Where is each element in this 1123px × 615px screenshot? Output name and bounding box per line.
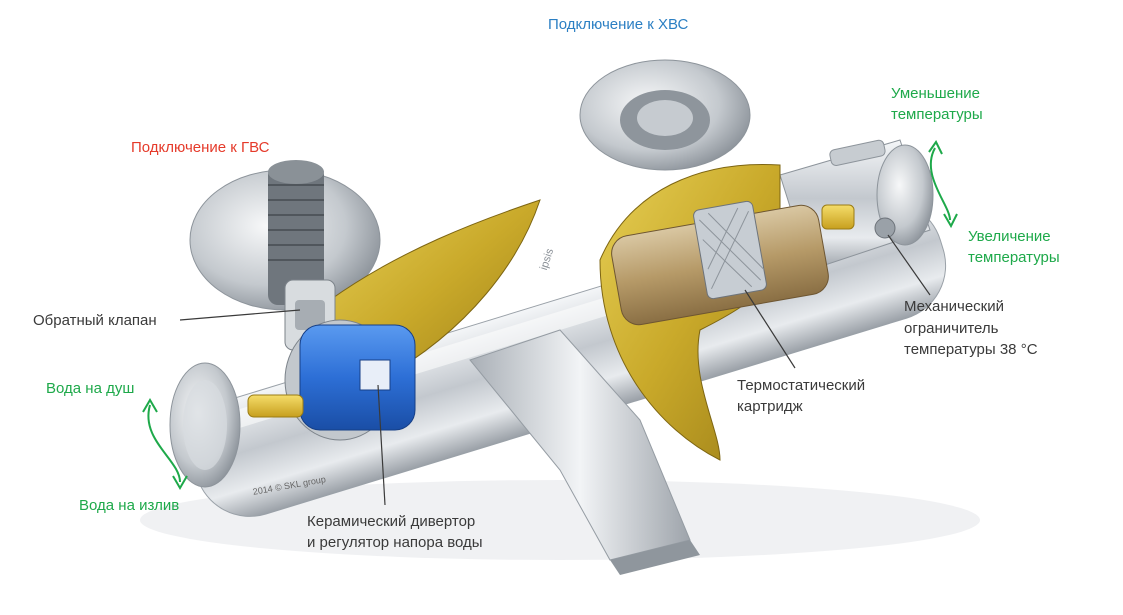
temp-arrow-icon [929, 147, 951, 221]
leader-check-valve [179, 309, 301, 321]
diverter-label-1: Керамический дивертор [307, 513, 476, 530]
leader-cartridge [744, 289, 796, 369]
limiter-label-2: ограничитель [904, 320, 999, 337]
leader-limiter [887, 234, 931, 296]
diverter-arrow-icon [147, 404, 181, 483]
flow-arrows [142, 140, 958, 490]
water-spout-label: Вода на излив [79, 497, 180, 514]
thermo-cartridge-label-2: картридж [737, 398, 803, 415]
cold-connection-label: Подключение к ХВС [548, 16, 689, 33]
hot-connection-disc [189, 160, 381, 311]
water-shower-label: Вода на душ [46, 380, 135, 397]
temp-increase-label-2: температуры [968, 249, 1060, 266]
floor-shadow [140, 480, 980, 560]
leader-diverter [377, 384, 386, 506]
limiter-label-3: температуры 38 °С [904, 341, 1038, 358]
hot-connection-label: Подключение к ГВС [131, 139, 270, 156]
spout-tip [610, 540, 700, 575]
leader-lines [179, 234, 931, 506]
temp-decrease-label-1: Уменьшение [891, 85, 980, 102]
thermostatic-cartridge [611, 200, 855, 326]
diverter-label-2: и регулятор напора воды [307, 534, 483, 551]
cold-connection-disc [579, 59, 751, 171]
ceramic-diverter [247, 319, 416, 441]
thermo-cartridge-label-1: Термостатический [737, 377, 866, 394]
temp-increase-label-1: Увеличение [968, 228, 1051, 245]
left-end-cap [169, 362, 241, 488]
check-valve-label: Обратный клапан [33, 312, 157, 329]
temp-decrease-label-2: температуры [891, 106, 983, 123]
limiter-label-1: Механический [904, 298, 1004, 315]
